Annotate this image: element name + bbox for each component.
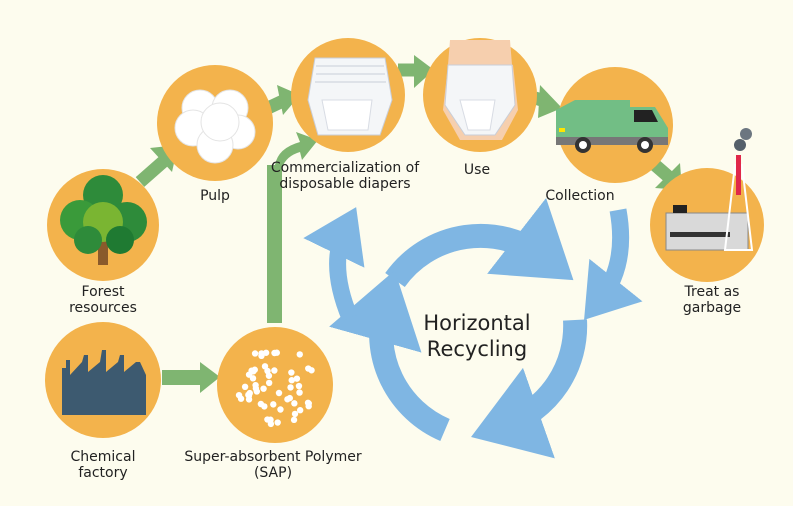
node-garbage [650, 128, 764, 282]
recycle-arc-top [385, 198, 574, 288]
granule [271, 367, 278, 374]
granule [246, 389, 253, 397]
granule [251, 350, 259, 357]
worn-diaper-icon [443, 40, 518, 140]
granule [265, 379, 273, 387]
incinerator-icon [665, 128, 754, 251]
garbage-truck-icon [556, 100, 668, 153]
diaper-icon [307, 57, 393, 136]
collect-arc-right [584, 208, 643, 320]
granule [284, 396, 291, 403]
node-sap [217, 327, 333, 443]
granule [296, 389, 303, 396]
granule [291, 410, 299, 418]
label-sap: Super-absorbent Polymer(SAP) [184, 449, 362, 481]
factory-icon [62, 350, 146, 415]
node-use [423, 38, 537, 152]
tree-icon [60, 175, 147, 265]
granule [261, 363, 269, 370]
granule [262, 349, 270, 356]
granule [274, 419, 281, 426]
granule [275, 389, 283, 397]
node-forest [47, 169, 159, 281]
granule [296, 407, 304, 414]
granule [288, 369, 295, 376]
granule [248, 367, 255, 374]
arrow-diapers-to-use [398, 55, 434, 88]
granule [271, 349, 278, 357]
return-arc-left [303, 207, 365, 322]
granule [296, 351, 303, 358]
recycling-arrows [303, 198, 643, 459]
granule [241, 383, 249, 391]
granule [252, 385, 260, 392]
node-chemical [45, 322, 161, 438]
recycle-arc-right [471, 319, 588, 459]
granule [235, 391, 243, 399]
granule [267, 420, 275, 428]
granule [288, 377, 295, 384]
granule [291, 400, 298, 407]
granule [305, 365, 312, 372]
arrow-chemical-to-sap [162, 362, 220, 393]
label-pulp: Pulp [200, 188, 230, 204]
granule [270, 401, 277, 408]
label-use: Use [464, 162, 490, 178]
node-diapers [291, 38, 405, 152]
node-collection [556, 67, 673, 183]
granule [293, 375, 301, 382]
granule [295, 382, 303, 390]
granule [290, 416, 298, 424]
node-pulp [157, 65, 273, 181]
granule [305, 403, 312, 410]
granule [249, 375, 257, 382]
granule [260, 385, 267, 392]
recycle-arc-left [329, 270, 451, 442]
granule [287, 384, 294, 391]
granule [261, 403, 268, 410]
label-collection: Collection [545, 188, 614, 204]
sap-granules-icon [235, 349, 315, 428]
arrow-sap-to-diapers [267, 132, 318, 323]
pulp-icon [174, 89, 256, 164]
granule [277, 406, 284, 413]
